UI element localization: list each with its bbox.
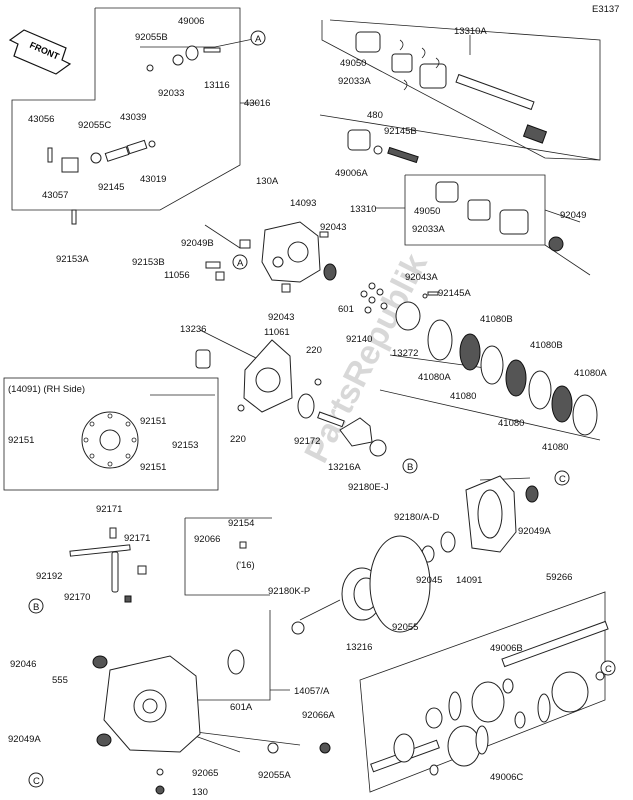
part-label: 92153A (56, 254, 89, 265)
part-label: 220 (230, 434, 246, 445)
part-label: 220 (306, 345, 322, 356)
part-label: 480 (367, 110, 383, 121)
part-label: 92171 (96, 504, 122, 515)
part-label: 92055B (135, 32, 168, 43)
part-label: 92172 (294, 436, 320, 447)
part-label: 130 (192, 787, 208, 798)
part-label: 92154 (228, 518, 254, 529)
part-label: 92066A (302, 710, 335, 721)
part-label: 43056 (28, 114, 54, 125)
callout-c-low: C (28, 772, 44, 788)
part-label: 49050 (340, 58, 366, 69)
callout-b-low: B (28, 598, 44, 614)
part-label: 92192 (36, 571, 62, 582)
part-label: 13216A (328, 462, 361, 473)
part-label: 92055 (392, 622, 418, 633)
part-label: 11061 (264, 327, 290, 338)
inset-part-3: 92153 (172, 440, 198, 451)
callout-a-mid: A (232, 254, 248, 270)
part-label: 92066 (194, 534, 220, 545)
part-label: 92043 (320, 222, 346, 233)
part-label: 92055A (258, 770, 291, 781)
part-label: 92180E-J (348, 482, 389, 493)
part-label: 13236 (180, 324, 206, 335)
part-label: 13116 (204, 80, 230, 91)
part-label: 41080A (418, 372, 451, 383)
part-label: 41080A (574, 368, 607, 379)
callout-c-mid: C (554, 470, 570, 486)
svg-text:B: B (407, 462, 413, 473)
part-label: 14091 (456, 575, 482, 586)
part-label: 13310A (454, 26, 487, 37)
callout-a-top: A (250, 30, 266, 46)
part-label: 92055C (78, 120, 111, 131)
part-label: 92049 (560, 210, 586, 221)
parts-drawing (47, 31, 609, 795)
part-label: 49006B (490, 643, 523, 654)
callout-c-right: C (600, 660, 616, 676)
part-label: 92033A (338, 76, 371, 87)
inset-part-1: 92151 (140, 416, 166, 427)
part-label: 92049B (181, 238, 214, 249)
part-label: 13310 (350, 204, 376, 215)
part-label: 43016 (244, 98, 270, 109)
front-arrow-icon: FRONT (8, 29, 72, 75)
part-label: 92180/A-D (394, 512, 440, 523)
part-label: 92049A (8, 734, 41, 745)
part-label: 11056 (164, 270, 190, 281)
part-label: 41080 (450, 391, 476, 402)
part-label: 555 (52, 675, 68, 686)
part-label: 59266 (546, 572, 572, 583)
callout-markers: A A B B C C C (28, 30, 616, 788)
part-label: 92043 (268, 312, 294, 323)
part-label: 92046 (10, 659, 36, 670)
inset-title: (14091) (RH Side) (8, 384, 85, 395)
part-label: 14093 (290, 198, 316, 209)
part-label: 601A (230, 702, 253, 713)
part-label: 92045 (416, 575, 442, 586)
diagram-id: E3137 (592, 4, 619, 15)
part-label: 92171 (124, 533, 150, 544)
part-label: 43019 (140, 174, 166, 185)
part-label: 49006 (178, 16, 204, 27)
inset-part-4: 92151 (140, 462, 166, 473)
part-label: 14057/A (294, 686, 330, 697)
part-label: 92145A (438, 288, 471, 299)
part-label: 49006A (335, 168, 368, 179)
part-label: 92049A (518, 526, 551, 537)
svg-text:B: B (33, 602, 39, 613)
part-label: 49006C (490, 772, 523, 783)
part-label: 601 (338, 304, 354, 315)
part-label: 92140 (346, 334, 372, 345)
part-label: 130A (256, 176, 279, 187)
callout-b-mid: B (402, 458, 418, 474)
part-label: 13216 (346, 642, 372, 653)
part-label: 43057 (42, 190, 68, 201)
part-label: 92180K-P (268, 586, 310, 597)
part-label: 43039 (120, 112, 146, 123)
svg-text:C: C (559, 474, 566, 485)
inset-part-2: 92151 (8, 435, 34, 446)
year-note: ('16) (236, 560, 255, 571)
part-label: 92043A (405, 272, 438, 283)
part-label: 41080 (498, 418, 524, 429)
part-label: 49050 (414, 206, 440, 217)
part-label: 92145B (384, 126, 417, 137)
part-label: 41080 (542, 442, 568, 453)
part-label: 92145 (98, 182, 124, 193)
svg-text:C: C (33, 776, 40, 787)
part-label: 13272 (392, 348, 418, 359)
svg-text:C: C (605, 664, 612, 675)
part-label: 92153B (132, 257, 165, 268)
part-label: 92065 (192, 768, 218, 779)
part-label: 41080B (530, 340, 563, 351)
part-label: 92033A (412, 224, 445, 235)
part-label: 92170 (64, 592, 90, 603)
part-label: 92033 (158, 88, 184, 99)
svg-text:A: A (255, 34, 262, 45)
svg-text:A: A (237, 258, 244, 269)
part-label: 41080B (480, 314, 513, 325)
part-labels: 92055B 49006 92033 13116 43016 43056 920… (8, 16, 607, 798)
